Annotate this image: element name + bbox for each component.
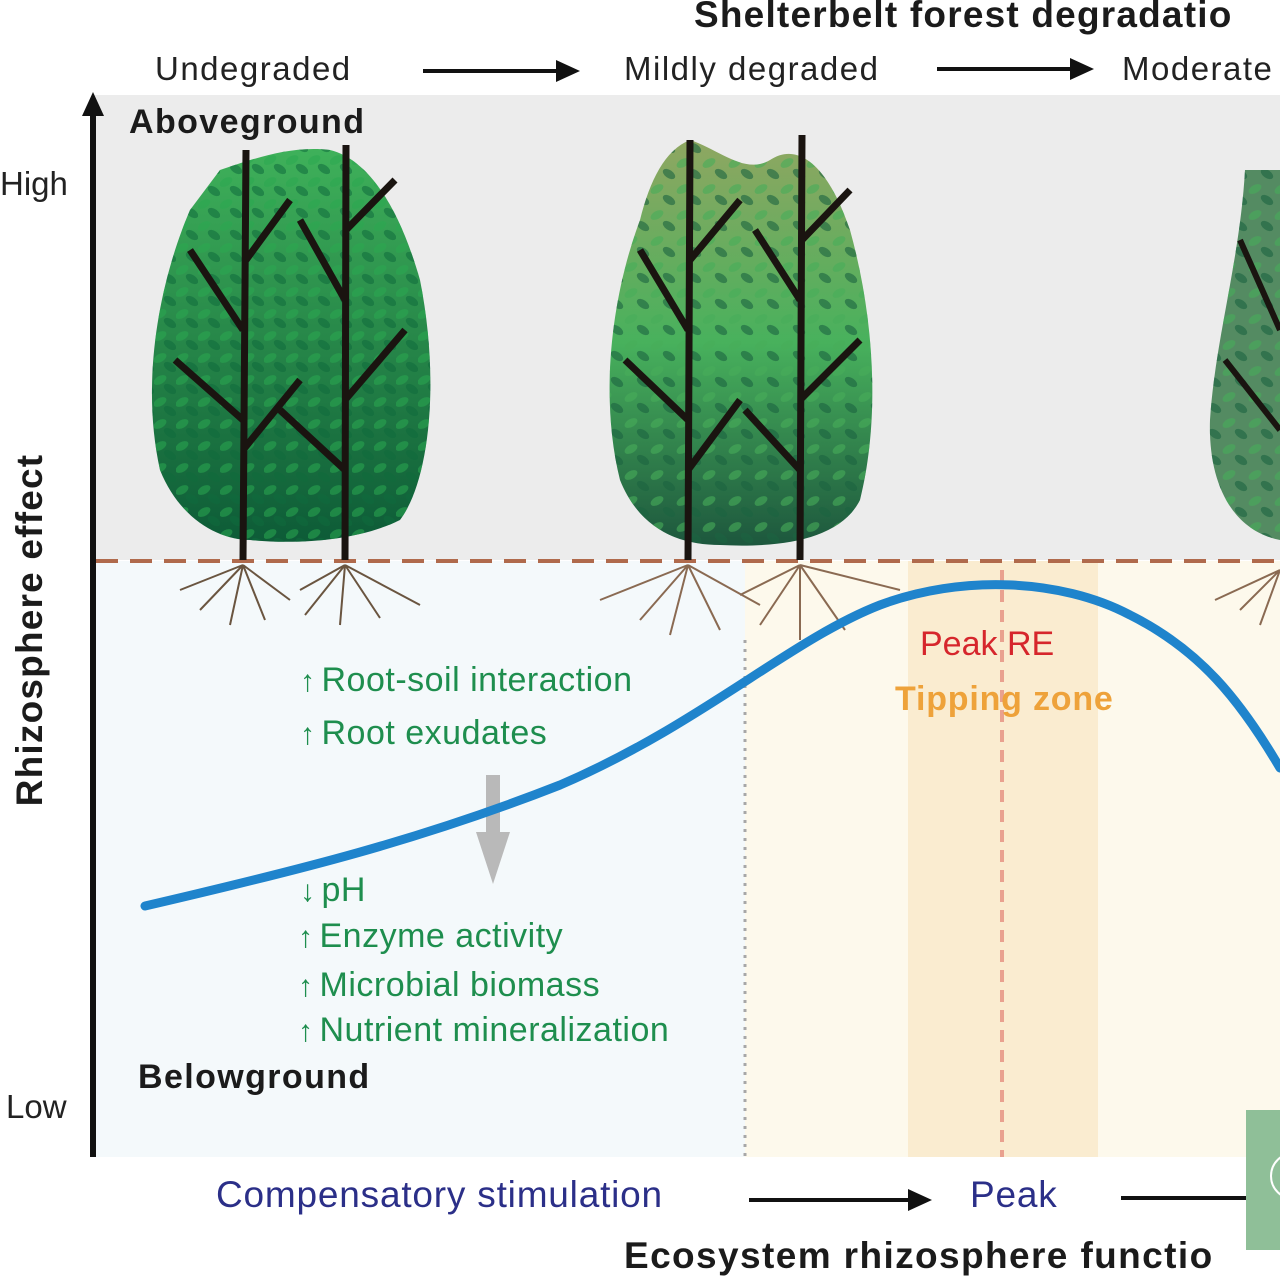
stage-arrow-1 <box>423 60 580 82</box>
stage-arrow-2 <box>937 58 1094 80</box>
tipping-zone-label: Tipping zone <box>895 680 1114 718</box>
rhizosphere-effect-curve <box>140 580 1280 911</box>
y-axis-high-label: High <box>0 165 68 202</box>
footer-title: Ecosystem rhizosphere functio <box>624 1235 1214 1276</box>
effect-microbial-biomass: Microbial biomass <box>298 966 600 1005</box>
mildly-degraded-roots <box>599 564 901 640</box>
mildly-degraded-trees <box>609 134 873 561</box>
y-axis-low-label: Low <box>6 1088 67 1125</box>
stage-moderately-degraded: Moderate <box>1122 50 1274 87</box>
journal-logo-badge <box>1246 1110 1280 1250</box>
aboveground-label: Aboveground <box>129 103 366 141</box>
effect-enzyme-activity: Enzyme activity <box>298 917 563 956</box>
diagram-title: Shelterbelt forest degradatio <box>694 0 1233 35</box>
moderately-degraded-tree <box>1209 170 1280 540</box>
stage-mildly-degraded: Mildly degraded <box>624 50 880 87</box>
decrease-arrow-icon <box>476 775 510 884</box>
moderately-degraded-roots <box>1214 569 1280 626</box>
effect-root-exudates: Root exudates <box>300 714 547 753</box>
stage-undegraded: Undegraded <box>155 50 352 87</box>
phase-arrow-1 <box>749 1189 932 1211</box>
effect-root-soil-interaction: Root-soil interaction <box>300 661 632 700</box>
peak-re-label: Peak RE <box>920 625 1055 663</box>
belowground-label: Belowground <box>138 1058 371 1096</box>
effect-ph: pH <box>300 871 366 910</box>
effect-nutrient-mineralization: Nutrient mineralization <box>298 1011 669 1050</box>
phase-peak: Peak <box>970 1174 1058 1215</box>
y-axis-arrowhead <box>82 92 104 116</box>
journal-seal-icon <box>1270 1152 1280 1200</box>
y-axis-label: Rhizosphere effect <box>9 453 50 807</box>
phase-compensatory-stimulation: Compensatory stimulation <box>216 1174 663 1215</box>
undegraded-roots <box>179 564 421 626</box>
undegraded-trees <box>151 144 431 561</box>
